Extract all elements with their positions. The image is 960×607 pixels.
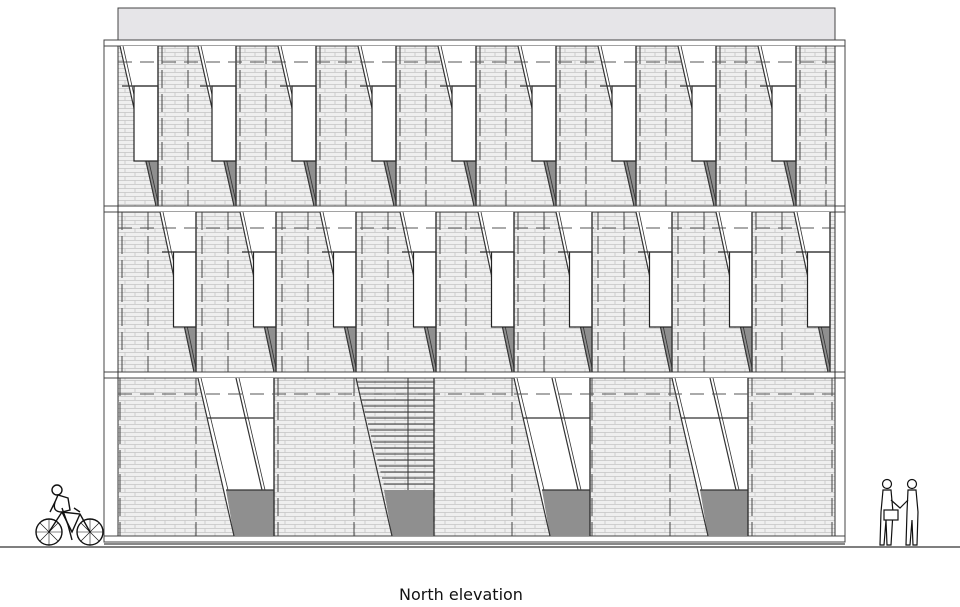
people-figures (880, 480, 918, 546)
parapet (118, 8, 835, 40)
cyclist-figure (36, 485, 103, 545)
drawing-caption: North elevation (399, 585, 523, 604)
